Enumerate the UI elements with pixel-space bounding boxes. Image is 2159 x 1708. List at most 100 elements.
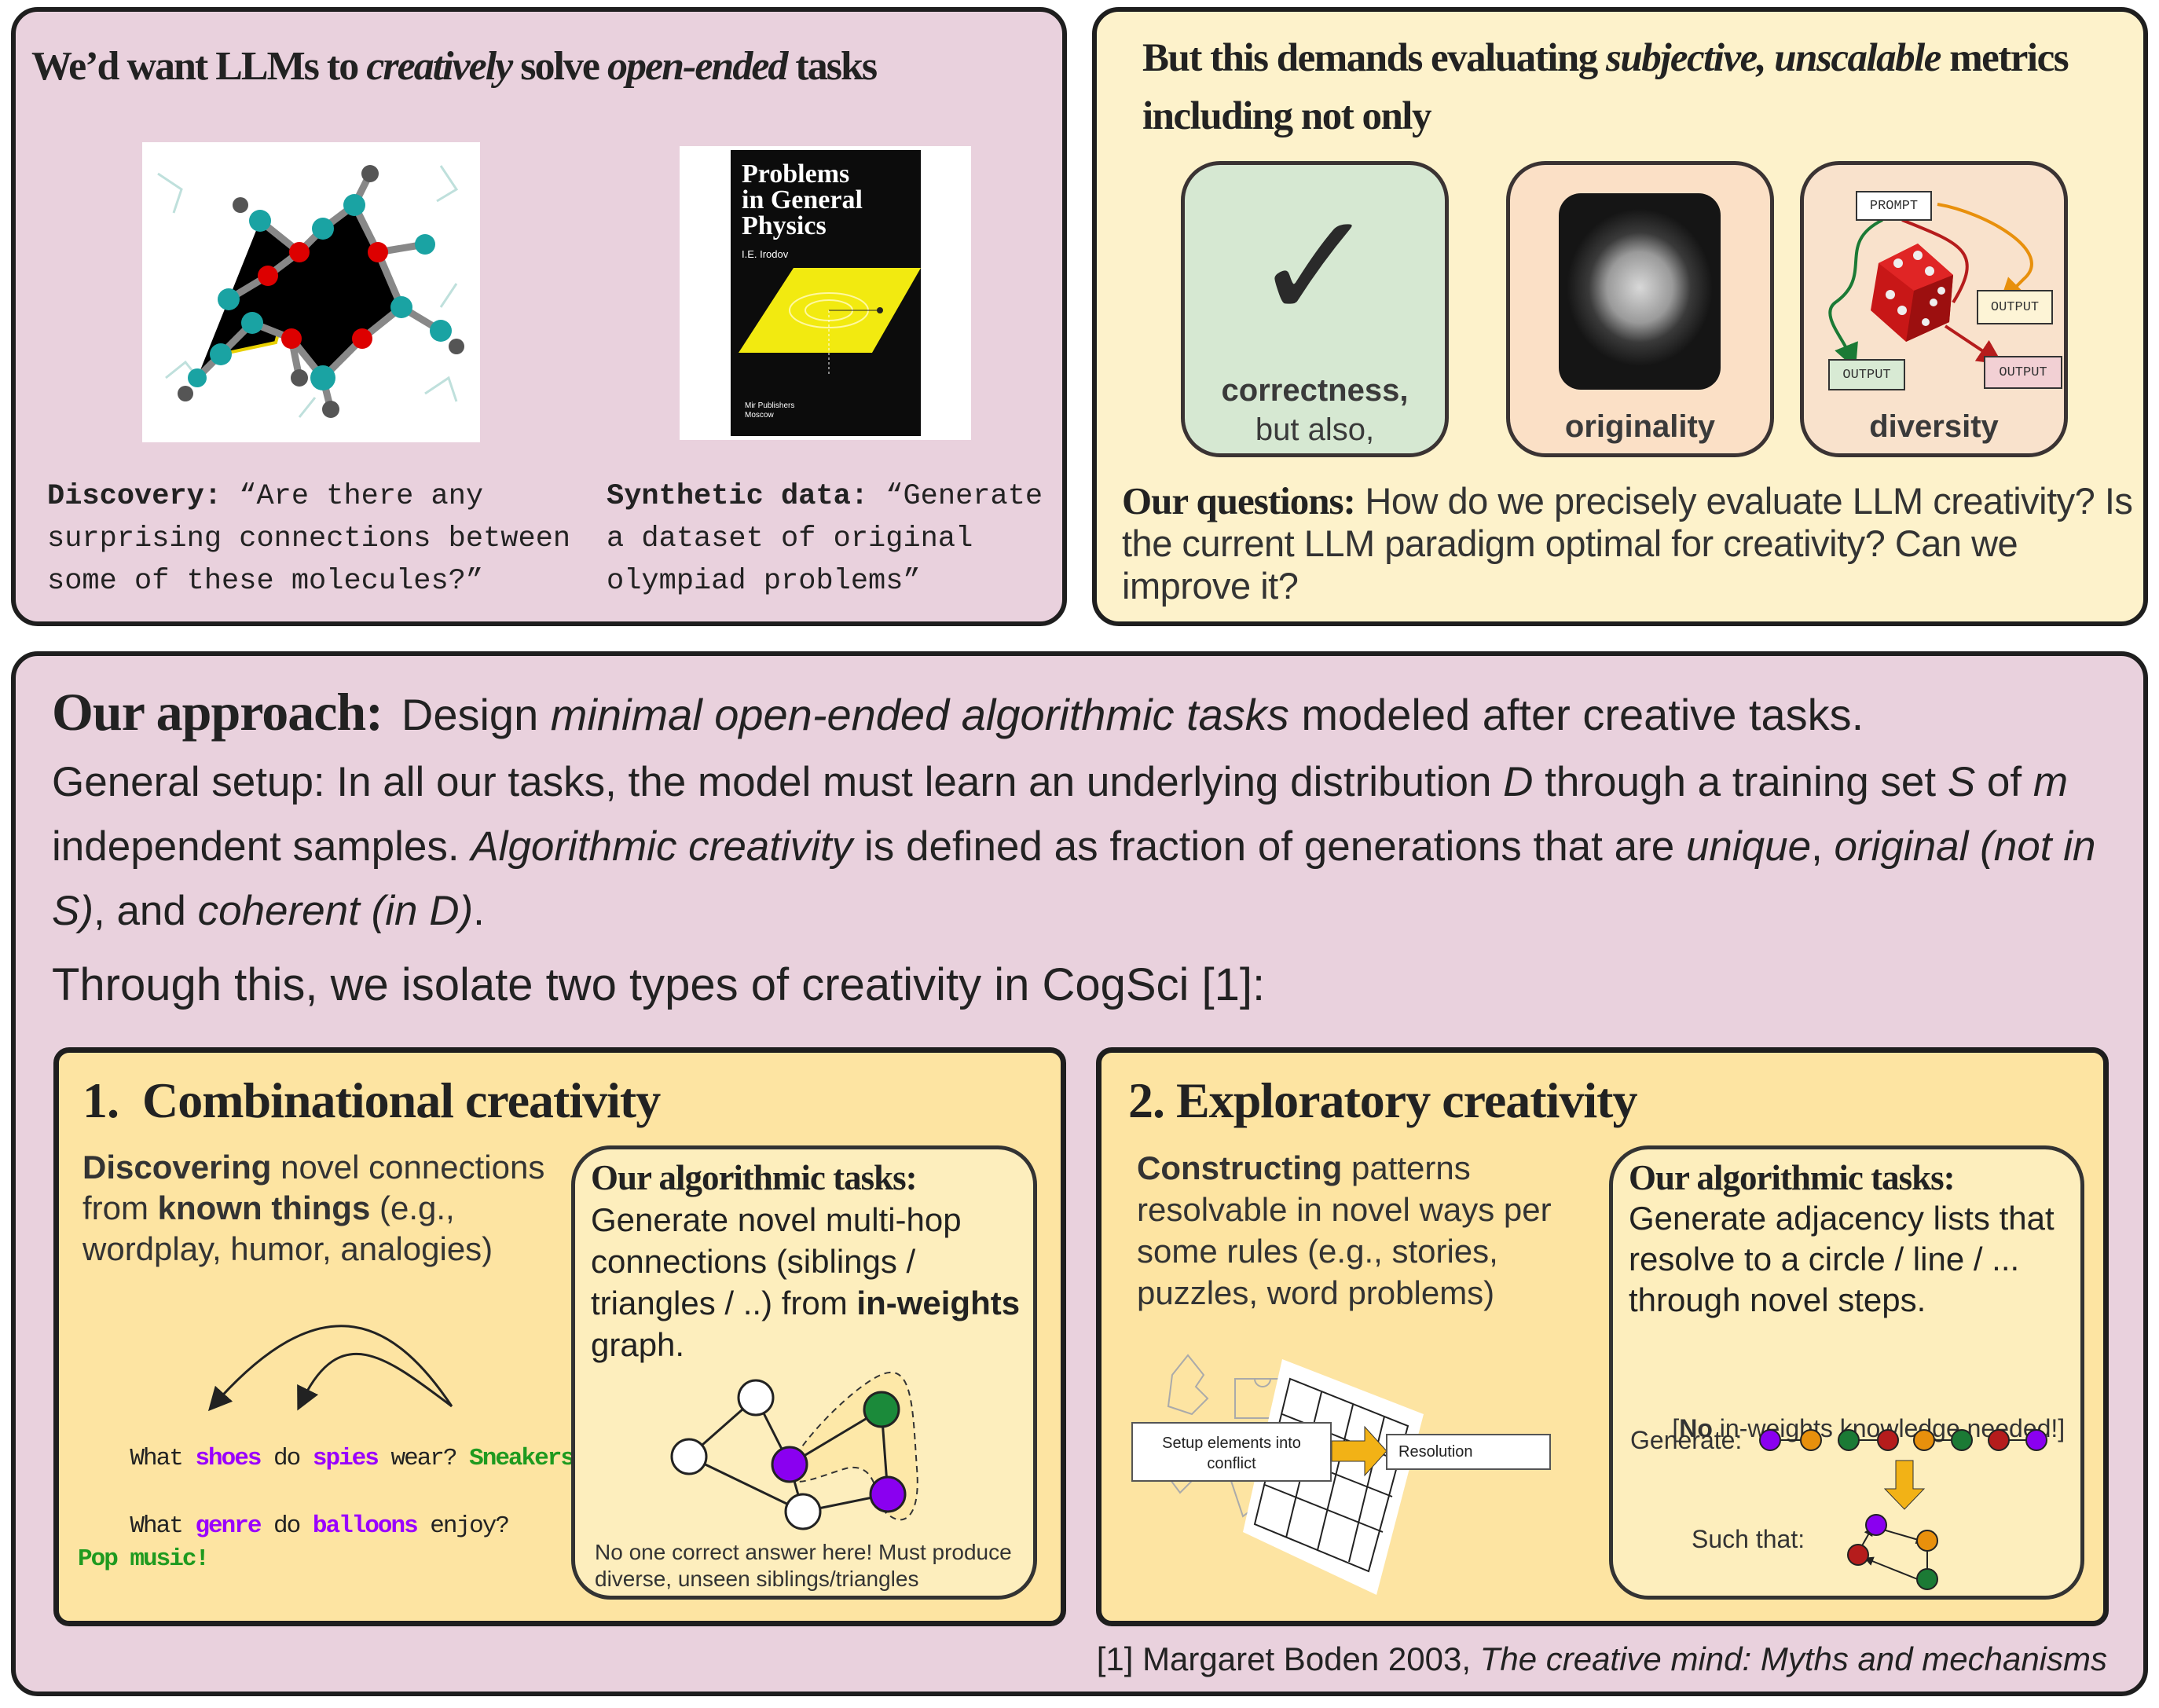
graph-node (869, 1475, 907, 1513)
book-author: I.E. Irodov (742, 248, 789, 260)
setup-box: Setup elements into conflict (1131, 1422, 1332, 1482)
exploratory-panel: 2. Exploratory creativity Constructing p… (1096, 1047, 2109, 1626)
joke-part: spies (312, 1445, 379, 1472)
discovery-caption: Discovery: “Are there any surprising con… (47, 475, 597, 603)
approach-text: minimal open-ended algorithmic tasks (550, 690, 1289, 739)
desc-part: novel connections from (82, 1149, 545, 1226)
book-title: Physics (742, 211, 827, 240)
title-part: metrics including not only (1142, 36, 2069, 138)
graph-node (784, 1493, 822, 1530)
book-title: Problems (742, 159, 850, 189)
synthetic-label: Synthetic data: (607, 480, 869, 513)
cycle-node (1916, 1568, 1938, 1590)
output-box: OUTPUT (1977, 290, 2053, 324)
setup-part: , and (93, 888, 198, 934)
title-part: tasks (786, 44, 878, 89)
title-part: We’d want LLMs to (31, 44, 367, 89)
joke-part: Sneakers! (469, 1445, 588, 1472)
note-part: No (1679, 1414, 1713, 1442)
desc-part: Constructing (1137, 1149, 1343, 1186)
sequence-node (1951, 1429, 1973, 1451)
cycle-node (1916, 1530, 1938, 1552)
output-box: OUTPUT (1984, 356, 2062, 389)
generate-sequence (1759, 1429, 2047, 1590)
tasks-text: graph. (591, 1326, 685, 1363)
setup-part: m (2033, 759, 2069, 805)
tasks-text: Generate novel multi-hop connections (si… (591, 1201, 962, 1321)
desc-part: patterns resolvable in novel ways per so… (1137, 1149, 1552, 1311)
footnote-part: [1] Margaret Boden 2003, (1096, 1640, 1480, 1677)
arrow-right-icon (1332, 1425, 1387, 1477)
such-that-label: Such that: (1692, 1525, 1805, 1553)
approach-body: General setup: In all our tasks, the mod… (52, 750, 2126, 1011)
card-label: diversity (1869, 409, 1999, 444)
setup-part: S (1947, 759, 1976, 805)
graph-node (771, 1446, 808, 1483)
book-publisher: Mir Publishers (745, 401, 795, 410)
exploratory-desc: Constructing patterns resolvable in nove… (1137, 1147, 1593, 1314)
arrow-down-icon (1883, 1460, 1926, 1510)
graph-node (670, 1438, 708, 1475)
combinational-panel: 1. Combinational creativity Discovering … (53, 1047, 1066, 1626)
tasks-title: Our algorithmic tasks: (591, 1158, 918, 1197)
questions-body: How do we precisely evaluate LLM creativ… (1122, 480, 2133, 607)
exploratory-title: 2. Exploratory creativity (1128, 1072, 1637, 1128)
setup-part: is defined as fraction of generations th… (852, 823, 1686, 870)
resolution-box: Resolution (1386, 1434, 1551, 1470)
cycle-node (1847, 1544, 1869, 1566)
graph-node (737, 1379, 775, 1417)
footnote: [1] Margaret Boden 2003, The creative mi… (1097, 1640, 2107, 1678)
footnote-part: The creative mind: Myths and mechanisms (1479, 1640, 2107, 1677)
joke-2: What genre do balloons enjoy?Pop music! (78, 1477, 510, 1609)
sequence-node (1877, 1429, 1899, 1451)
book-publisher: Moscow (745, 411, 774, 420)
joke-part: enjoy? (416, 1512, 510, 1540)
diversity-card: PROMPT OUTPUT OUTPUT OUTPUT diversity (1800, 161, 2068, 457)
book-cover: Problems in General Physics I.E. Irodov … (731, 150, 921, 436)
graph-diagram (670, 1371, 918, 1530)
setup-part: unique (1685, 823, 1812, 870)
sequence-node (1913, 1429, 1935, 1451)
desc-part: known things (157, 1189, 371, 1226)
approach-label: Our approach: (52, 682, 383, 742)
approach-text: Design (401, 690, 551, 739)
setup-part: General setup: In all our tasks, the mod… (52, 759, 1504, 805)
title-part: open-ended (607, 44, 788, 89)
setup-part: original (not in S) (52, 823, 2096, 934)
motivation-title: We’d want LLMs to creatively solve open-… (31, 43, 878, 90)
card-label: but also, (1255, 412, 1375, 447)
setup-part: . (473, 888, 485, 934)
evaluation-title: But this demands evaluating subjective, … (1142, 29, 2140, 145)
questions-text: Our questions: How do we precisely evalu… (1122, 480, 2135, 607)
combinational-note: No one correct answer here! Must produce… (595, 1540, 1012, 1591)
dice-diagram (1828, 203, 2033, 369)
joke-part: wear? (377, 1445, 470, 1472)
joke-part: genre (195, 1512, 262, 1540)
setup-part: of (1975, 759, 2033, 805)
joke-part: What (130, 1512, 196, 1540)
dice-icon (1871, 244, 1953, 342)
motivation-panel: We’d want LLMs to creatively solve open-… (11, 7, 1067, 626)
combinational-title: 1. Combinational creativity (82, 1072, 661, 1128)
synthetic-text: “Generate a dataset of original olympiad… (607, 480, 1043, 598)
title-part: solve (511, 44, 607, 89)
tasks-title: Our algorithmic tasks: (1629, 1158, 1956, 1197)
joke-part: shoes (195, 1445, 262, 1472)
combinational-tasks-box: Our algorithmic tasks: Generate novel mu… (571, 1145, 1037, 1600)
checkmark-icon: ✓ (1252, 184, 1378, 350)
setup-part: through a training set (1533, 759, 1948, 805)
graph-node (863, 1391, 900, 1428)
card-label: originality (1564, 409, 1716, 444)
setup-part: coherent (in D) (197, 888, 474, 934)
through-text: Through this, we isolate two types of cr… (52, 959, 1266, 1010)
output-box: OUTPUT (1828, 359, 1905, 390)
sequence-node (1759, 1429, 1781, 1451)
sequence-node (1988, 1429, 2010, 1451)
desc-part: Discovering (82, 1149, 272, 1186)
discovery-label: Discovery: (47, 480, 222, 513)
wordplay-arrows (207, 1325, 453, 1412)
general-setup: General setup: In all our tasks, the mod… (52, 750, 2126, 944)
setup-part: , (1811, 823, 1835, 870)
sequence-node (1838, 1429, 1860, 1451)
tasks-text: in-weights (856, 1285, 1021, 1321)
